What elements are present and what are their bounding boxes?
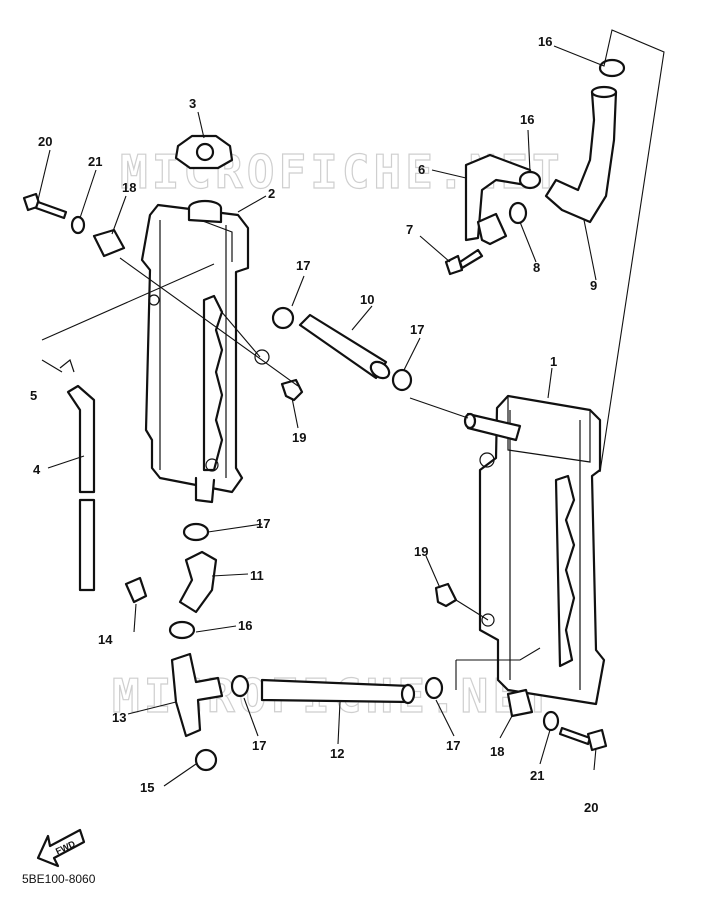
hose-6 [464, 153, 534, 246]
callout-15: 15 [140, 780, 154, 795]
callout-4: 4 [33, 462, 41, 477]
radiator-cap [174, 134, 234, 170]
callout-8: 8 [533, 260, 540, 275]
callout-21-left: 21 [88, 154, 102, 169]
callout-5: 5 [30, 388, 37, 403]
hose-4 [66, 384, 96, 592]
callout-18-right: 18 [490, 744, 504, 759]
left-radiator [140, 199, 270, 504]
callout-7: 7 [406, 222, 413, 237]
fasteners [22, 192, 608, 772]
callout-21-right: 21 [530, 768, 544, 783]
callout-1: 1 [550, 354, 557, 369]
callout-9: 9 [590, 278, 597, 293]
callout-19-left: 19 [292, 430, 306, 445]
callout-2: 2 [268, 186, 275, 201]
leader-lines [37, 29, 665, 787]
callout-6: 6 [418, 162, 425, 177]
callout-17-d: 17 [252, 738, 266, 753]
hose-11 [178, 550, 218, 614]
callout-17-c: 17 [256, 516, 270, 531]
callout-12: 12 [330, 746, 344, 761]
hose-9 [544, 85, 618, 224]
callout-17-b: 17 [410, 322, 424, 337]
joint-13 [170, 652, 224, 738]
callout-20-left: 20 [38, 134, 52, 149]
drawing-code: 5BE100-8060 [22, 872, 96, 886]
callout-20-right: 20 [584, 800, 598, 815]
callout-14: 14 [98, 632, 113, 647]
callout-19-right: 19 [414, 544, 428, 559]
fwd-arrow-icon: FWD [36, 828, 86, 868]
clamps [168, 58, 626, 700]
callout-3: 3 [189, 96, 196, 111]
callout-11: 11 [250, 568, 264, 583]
callout-17-a: 17 [296, 258, 310, 273]
callout-17-e: 17 [446, 738, 460, 753]
hose-12 [260, 678, 416, 705]
callout-16-mid: 16 [520, 112, 534, 127]
callouts: 1 2 3 4 5 6 7 8 9 10 11 12 13 14 15 16 1… [30, 34, 598, 815]
callout-18-left: 18 [122, 180, 136, 195]
callout-16-low: 16 [238, 618, 252, 633]
right-radiator [463, 394, 606, 706]
callout-13: 13 [112, 710, 126, 725]
callout-10: 10 [360, 292, 374, 307]
callout-16-top: 16 [538, 34, 552, 49]
hose-10 [298, 313, 391, 380]
